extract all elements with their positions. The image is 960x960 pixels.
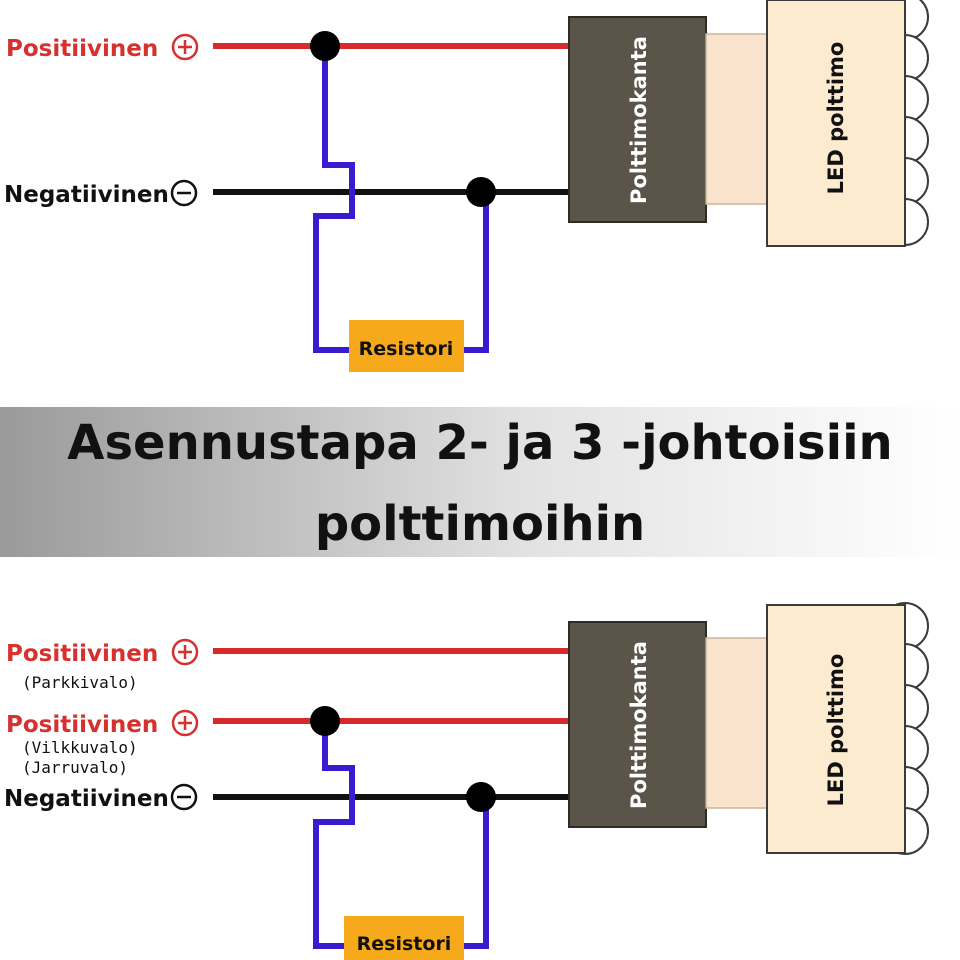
bulb-socket — [568, 16, 707, 223]
led-label: LED polttimo — [824, 654, 848, 807]
junction-negative — [466, 782, 496, 812]
resistor-lead-left — [313, 721, 355, 949]
negative-label: Negatiivinen — [4, 786, 169, 812]
bulb-neck — [705, 33, 769, 205]
led-bulb — [766, 604, 906, 854]
positive-label-2: Positiivinen — [6, 712, 158, 738]
positive-note-2b: (Jarruvalo) — [22, 758, 128, 777]
resistor-lead-right — [462, 192, 489, 353]
positive-label-1: Positiivinen — [6, 641, 158, 667]
positive-label: Positiivinen — [6, 36, 158, 62]
diagram-bottom: Resistori Polttimokanta LED polttimo Pos… — [4, 602, 929, 960]
diagram-top: Resistori Polttimokanta LED polttimo Pos… — [4, 0, 929, 372]
resistor-lead-left — [313, 46, 355, 353]
positive-note-2a: (Vilkkuvalo) — [22, 738, 138, 757]
resistor — [349, 320, 464, 372]
title-background — [0, 407, 960, 557]
resistor-label: Resistori — [357, 933, 452, 955]
led-bulb — [766, 0, 906, 247]
plus-icon — [171, 33, 199, 61]
resistor-lead-right — [462, 797, 489, 949]
title-line-1: Asennustapa 2- ja 3 -johtoisiin — [67, 415, 892, 471]
plus-icon — [171, 709, 199, 737]
minus-icon — [170, 783, 198, 811]
minus-icon — [170, 179, 198, 207]
socket-label: Polttimokanta — [627, 36, 651, 204]
title-band: Asennustapa 2- ja 3 -johtoisiin polttimo… — [0, 407, 960, 557]
resistor — [344, 916, 464, 960]
plus-icon — [171, 638, 199, 666]
junction-positive — [310, 31, 340, 61]
bulb-neck — [705, 637, 769, 809]
resistor-label: Resistori — [359, 338, 454, 360]
bulb-socket — [568, 621, 707, 828]
title-line-2: polttimoihin — [315, 496, 645, 552]
negative-label: Negatiivinen — [4, 182, 169, 208]
positive-note-1: (Parkkivalo) — [22, 673, 138, 692]
socket-label: Polttimokanta — [627, 641, 651, 809]
junction-positive — [310, 706, 340, 736]
led-label: LED polttimo — [824, 42, 848, 195]
junction-negative — [466, 177, 496, 207]
